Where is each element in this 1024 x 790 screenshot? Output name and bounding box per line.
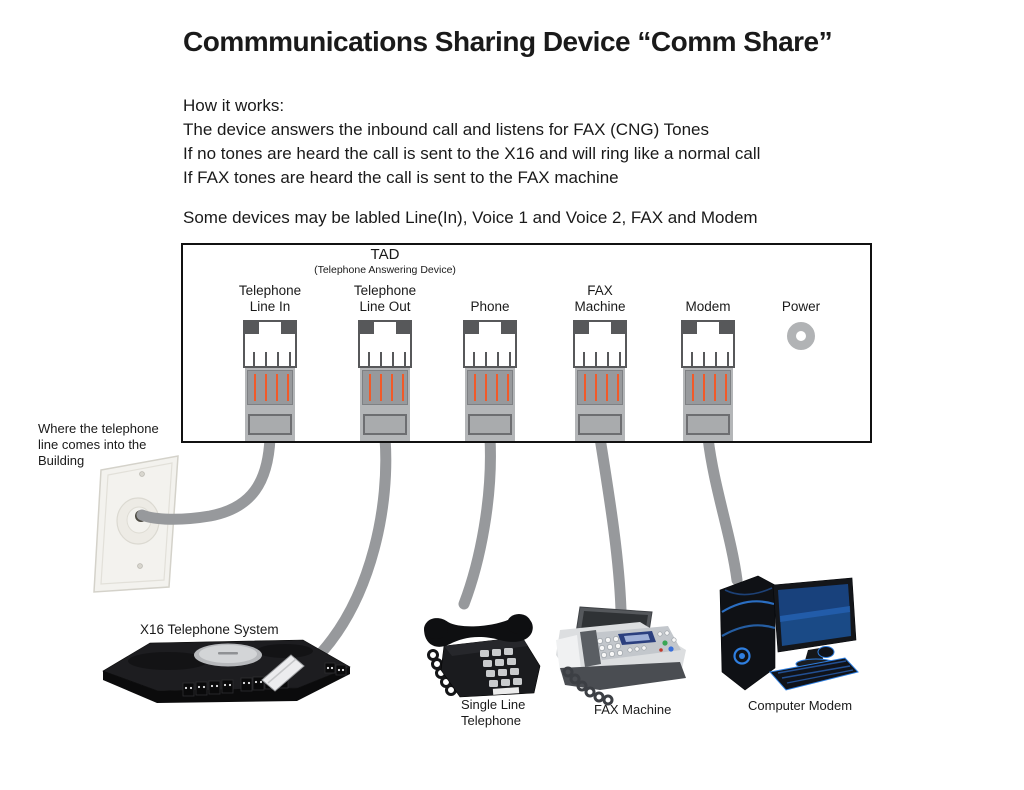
labeling-note: Some devices may be labled Line(In), Voi… — [183, 208, 758, 227]
rj11-plug-icon — [575, 367, 625, 441]
cable-modem — [702, 432, 743, 586]
computer-modem-illustration — [719, 575, 859, 691]
cable-line-in — [136, 432, 276, 525]
power-led-icon — [787, 322, 815, 350]
port-phone — [462, 320, 518, 441]
rj11-jack-icon — [243, 320, 297, 368]
cable-fax — [594, 432, 627, 616]
x16-system-label: X16 Telephone System — [140, 622, 279, 637]
how-it-works-line: If FAX tones are heard the call is sent … — [183, 168, 619, 187]
port-label-fax: FAX Machine — [574, 283, 626, 314]
port-label-modem: Modem — [685, 299, 731, 314]
port-line-out — [357, 320, 413, 441]
rj11-jack-icon — [358, 320, 412, 368]
fax-machine-illustration — [556, 606, 686, 706]
wall-plate-note: Where the telephone line comes into the … — [38, 421, 159, 468]
cable-phone — [458, 432, 496, 610]
tad-subtitle: (Telephone Answering Device) — [314, 264, 456, 276]
rj11-plug-icon — [360, 367, 410, 441]
cable-line-out — [316, 432, 392, 658]
port-label-phone: Phone — [470, 299, 510, 314]
how-it-works-text: How it works: The device answers the inb… — [183, 94, 760, 190]
port-label-line-out: Telephone Line Out — [353, 283, 417, 314]
port-fax — [572, 320, 628, 441]
plate-screw-top — [139, 471, 145, 477]
port-line-in — [242, 320, 298, 441]
how-it-works-heading: How it works: — [183, 96, 285, 115]
computer-modem-label: Computer Modem — [748, 698, 853, 713]
how-it-works-line: The device answers the inbound call and … — [183, 120, 710, 139]
power-label: Power — [781, 299, 821, 314]
how-it-works-line: If no tones are heard the call is sent t… — [183, 144, 761, 163]
tad-label: TAD — [370, 246, 400, 263]
page-title: Commmunications Sharing Device “Comm Sha… — [183, 26, 833, 57]
single-line-telephone-label: Single Line Telephone — [461, 697, 526, 728]
plate-screw-bottom — [137, 563, 143, 569]
x16-system-illustration — [102, 639, 351, 703]
single-line-telephone-illustration — [424, 614, 541, 698]
rj11-plug-icon — [465, 367, 515, 441]
port-label-line-in: Telephone Line In — [238, 283, 302, 314]
rj11-jack-icon — [463, 320, 517, 368]
x16-cable-connector — [261, 654, 305, 692]
cables — [136, 432, 743, 658]
port-modem — [680, 320, 736, 441]
rj11-jack-icon — [681, 320, 735, 368]
rj11-plug-icon — [245, 367, 295, 441]
rj11-plug-icon — [683, 367, 733, 441]
rj11-jack-icon — [573, 320, 627, 368]
fax-machine-label: FAX Machine — [594, 702, 672, 717]
